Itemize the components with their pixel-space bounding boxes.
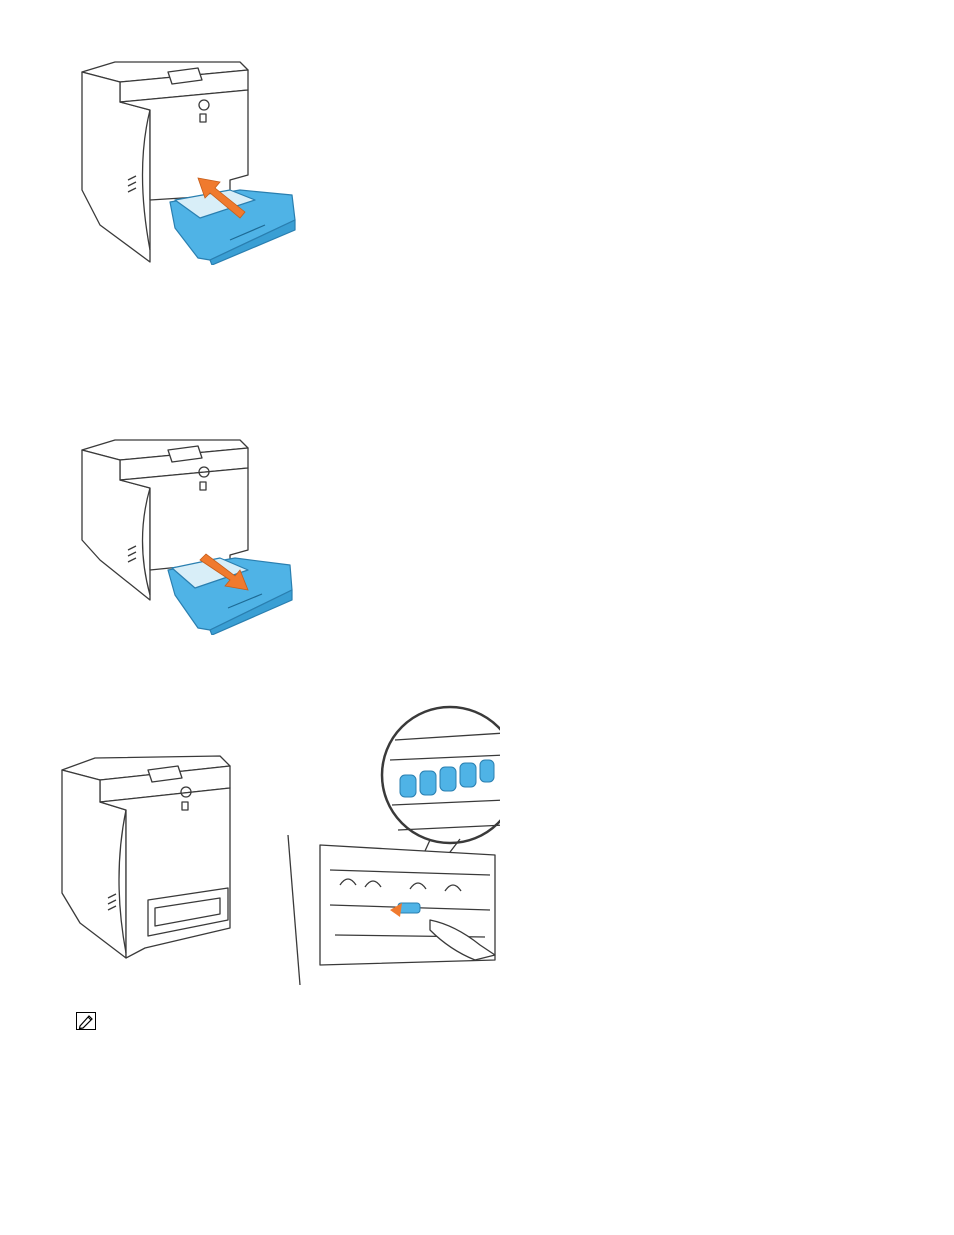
tray-remove-illustration	[80, 430, 295, 635]
note-pencil-icon	[76, 1012, 96, 1030]
tray-insert-illustration	[80, 50, 300, 265]
feed-rollers-detail-illustration	[280, 705, 500, 990]
printer-empty-tray-slot-illustration	[60, 748, 240, 968]
